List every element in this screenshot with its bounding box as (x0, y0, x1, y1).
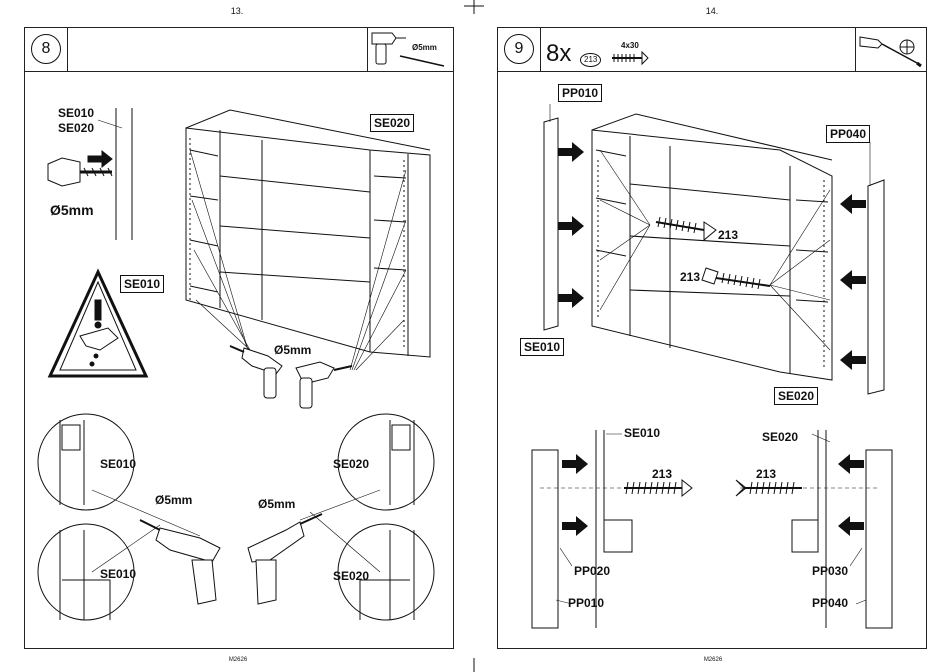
screw-icon (736, 480, 802, 496)
label-detail-213-right: 213 (756, 467, 776, 481)
screw-icon (624, 480, 692, 496)
phillips-bit-icon (900, 40, 914, 54)
footer-code-left: M2626 (208, 657, 268, 663)
drill-icon (248, 514, 322, 604)
label-drill-size-detail: Ø5mm (50, 202, 94, 218)
cabinet-drawing-right (592, 114, 832, 380)
label-se020-box-right: SE020 (774, 387, 818, 405)
label-pp010: PP010 (558, 84, 602, 102)
label-pp040-bottom: PP040 (812, 596, 848, 610)
drill-icon (296, 362, 352, 408)
label-pp010-bottom: PP010 (568, 596, 604, 610)
label-circle-bl: SE010 (100, 567, 136, 581)
label-drill-right: Ø5mm (258, 497, 295, 511)
label-detail-213-left: 213 (652, 467, 672, 481)
label-screw-213-a: 213 (718, 228, 738, 242)
label-pp030: PP030 (812, 564, 848, 578)
header-screw-icon (612, 52, 648, 64)
footer-code-right: M2626 (683, 657, 743, 663)
label-se010-box-right: SE010 (520, 338, 564, 356)
label-pp020: PP020 (574, 564, 610, 578)
label-se020-box: SE020 (370, 114, 414, 132)
drill-bit-icon (400, 56, 444, 66)
drill-icon (372, 33, 406, 64)
label-screw-213-b: 213 (680, 270, 700, 284)
arrow-icon (88, 151, 112, 167)
label-pp040: PP040 (826, 125, 870, 143)
label-detail-se010: SE010 (624, 426, 660, 440)
label-circle-tr: SE020 (333, 457, 369, 471)
label-se010-top: SE010 (58, 106, 94, 120)
cabinet-drawing-left (186, 110, 430, 370)
label-detail-se020: SE020 (762, 430, 798, 444)
drill-icon (140, 520, 220, 604)
label-drill-size-cabinet: Ø5mm (274, 343, 311, 357)
label-se020-top: SE020 (58, 121, 94, 135)
label-circle-br: SE020 (333, 569, 369, 583)
label-circle-tl: SE010 (100, 457, 136, 471)
label-drill-left: Ø5mm (155, 493, 192, 507)
label-se010-box: SE010 (120, 275, 164, 293)
